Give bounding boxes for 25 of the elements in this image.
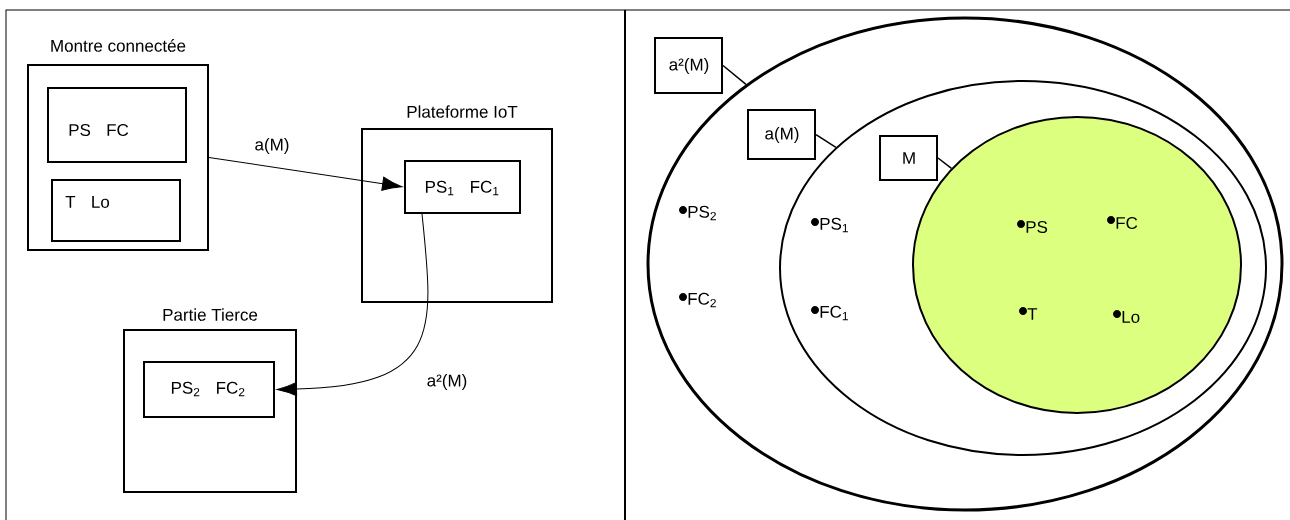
arrow bbox=[208, 157, 403, 191]
leader-line bbox=[815, 133, 837, 149]
node-label: Montre connectée bbox=[51, 39, 186, 52]
labeled-point: PS bbox=[1017, 220, 1048, 234]
node-label: Plateforme IoT bbox=[407, 105, 518, 118]
node-label: Partie Tierce bbox=[163, 308, 258, 321]
leader-line bbox=[722, 64, 747, 86]
labeled-point: PS$_{2}$ bbox=[679, 205, 716, 221]
labeled-point: PS$_{1}$ bbox=[811, 217, 848, 233]
text-box: PS$_{2}$ FC$_{2}$ bbox=[143, 361, 275, 418]
edge-label: a²(M) bbox=[425, 373, 469, 391]
text-box: PS$_{1}$ FC$_{1}$ bbox=[404, 160, 521, 214]
leader-line bbox=[937, 157, 953, 170]
text-box: PS FC bbox=[47, 87, 187, 163]
text-box: T Lo bbox=[51, 179, 181, 242]
text-box: a²(M) bbox=[654, 37, 723, 94]
edge-label: a(M) bbox=[253, 137, 291, 155]
labeled-point: T bbox=[1019, 307, 1038, 320]
text-box: M bbox=[879, 135, 938, 181]
labeled-point: FC bbox=[1107, 216, 1138, 230]
labeled-point: FC$_{1}$ bbox=[811, 305, 848, 321]
labeled-point: Lo bbox=[1113, 310, 1140, 323]
labeled-point: FC$_{2}$ bbox=[679, 292, 716, 308]
text-box: a(M) bbox=[747, 109, 816, 160]
arrow bbox=[276, 213, 429, 397]
